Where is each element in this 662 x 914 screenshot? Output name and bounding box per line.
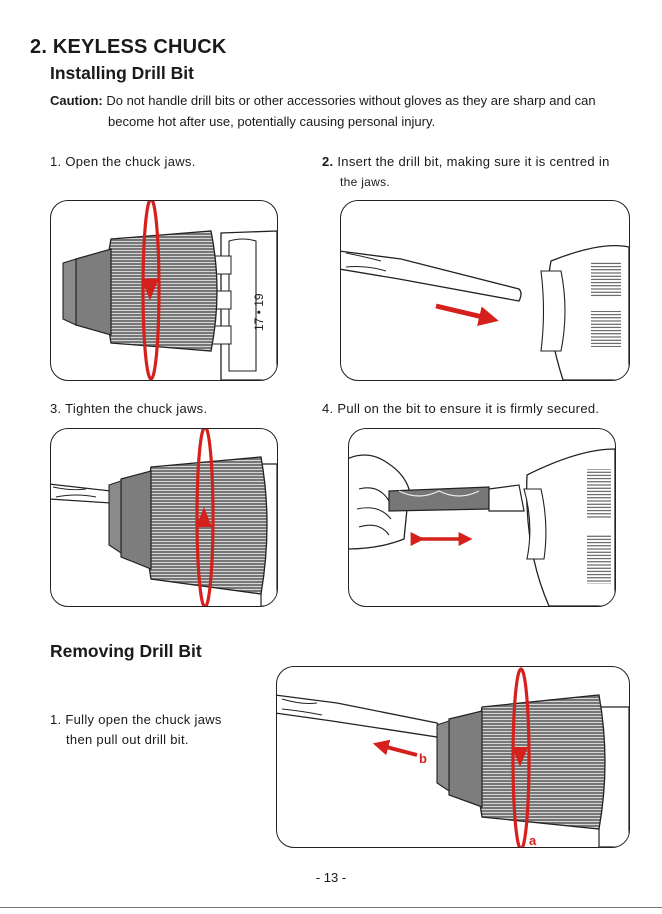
- caution-line-1: Do not handle drill bits or other access…: [106, 93, 596, 108]
- figure-remove-bit: b a: [276, 666, 630, 848]
- figure-open-chuck: 17 • 19: [50, 200, 278, 381]
- fig1-markings: 17 • 19: [252, 293, 266, 331]
- bottom-rule: [0, 907, 662, 908]
- step-2-text: 2. Insert the drill bit, making sure it …: [322, 152, 642, 192]
- label-b: b: [419, 751, 427, 766]
- step-3-text: 3. Tighten the chuck jaws.: [50, 401, 208, 416]
- installing-heading: Installing Drill Bit: [50, 63, 194, 83]
- remove-step-line-1: 1. Fully open the chuck jaws: [50, 712, 222, 727]
- step-2-line-1: Insert the drill bit, making sure it is …: [337, 154, 610, 169]
- step-4-text: 4. Pull on the bit to ensure it is firml…: [322, 401, 600, 416]
- step-2-number: 2.: [322, 154, 334, 169]
- caution-note: Caution: Do not handle drill bits or oth…: [50, 90, 650, 132]
- page-number: - 13 -: [315, 870, 347, 885]
- remove-arrow-icon: [372, 739, 418, 757]
- remove-step-text: 1. Fully open the chuck jaws then pull o…: [50, 710, 222, 750]
- rotate-arrow-icon: [512, 747, 528, 767]
- step-1-text: 1. Open the chuck jaws.: [50, 154, 196, 169]
- removing-heading: Removing Drill Bit: [50, 641, 202, 661]
- figure-tighten-chuck: [50, 428, 278, 607]
- remove-step-line-2: then pull out drill bit.: [66, 732, 189, 747]
- rotate-arrow-icon: [196, 507, 212, 527]
- step-2-line-2: the jaws.: [340, 175, 391, 189]
- rotate-arrow-icon: [141, 278, 159, 301]
- section-title: 2. KEYLESS CHUCK: [30, 36, 227, 58]
- insert-arrow-icon: [435, 303, 499, 326]
- label-a: a: [529, 833, 537, 847]
- caution-label: Caution:: [50, 93, 103, 108]
- figure-pull-bit: [348, 428, 616, 607]
- caution-line-2: become hot after use, potentially causin…: [108, 114, 436, 129]
- figure-insert-bit: [340, 200, 630, 381]
